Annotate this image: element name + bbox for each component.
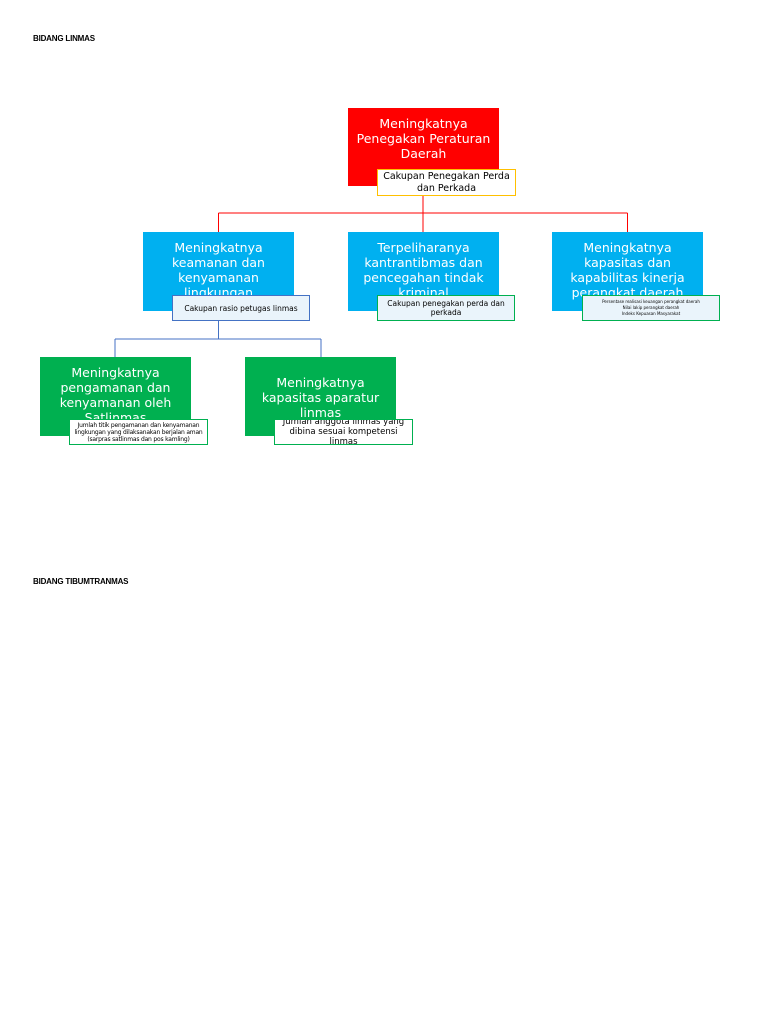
level1-node-label: Meningkatnya keamanan dan kenyamanan lin… — [172, 240, 265, 300]
child-connectors — [114, 321, 322, 357]
level1-indicator-kapasitas-perangkat: Persentase realisasi keuangan perangkat … — [582, 295, 720, 321]
indicator-line: Indeks Kepuasan Masyarakat — [621, 311, 681, 316]
root-indicator: Cakupan Penegakan Perda dan Perkada — [377, 169, 516, 196]
indicator-line: Persentase realisasi keuangan perangkat … — [602, 299, 700, 304]
indicator-line: Nilai lakip perangkat daerah — [622, 305, 680, 310]
level1-node-label: Terpeliharanya kantrantibmas dan pencega… — [363, 240, 484, 300]
section-title-tibumtranmas: BIDANG TIBUMTRANMAS — [33, 577, 129, 586]
indicator-line: Jumlah titik pengamanan dan kenyamanan l… — [74, 421, 203, 436]
section-title-linmas: BIDANG LINMAS — [33, 34, 95, 43]
root-node-label: Meningkatnya Penegakan Peraturan Daerah — [356, 116, 491, 161]
level1-indicator-kantrantibmas: Cakupan penegakan perda dan perkada — [377, 295, 515, 321]
level2-indicator-text: Jumlah anggota linmas yang dibina sesuai… — [282, 419, 405, 445]
root-connectors — [218, 196, 628, 232]
level1-node-label: Meningkatnya kapasitas dan kapabilitas k… — [570, 240, 685, 300]
indicator-line: (sarpras satlinmas dan pos kamling) — [87, 435, 190, 443]
level1-indicator-keamanan: Cakupan rasio petugas linmas — [172, 295, 310, 321]
level1-indicator-text: Cakupan penegakan perda dan perkada — [387, 299, 505, 317]
level2-indicator-kapasitas-aparatur: Jumlah anggota linmas yang dibina sesuai… — [274, 419, 413, 445]
level1-indicator-text: Cakupan rasio petugas linmas — [184, 303, 298, 313]
level2-node-label: Meningkatnya pengamanan dan kenyamanan o… — [59, 365, 172, 425]
level2-indicator-pengamanan: Jumlah titik pengamanan dan kenyamanan l… — [69, 419, 208, 445]
root-indicator-text: Cakupan Penegakan Perda dan Perkada — [383, 170, 510, 194]
level2-node-label: Meningkatnya kapasitas aparatur linmas — [261, 375, 380, 420]
